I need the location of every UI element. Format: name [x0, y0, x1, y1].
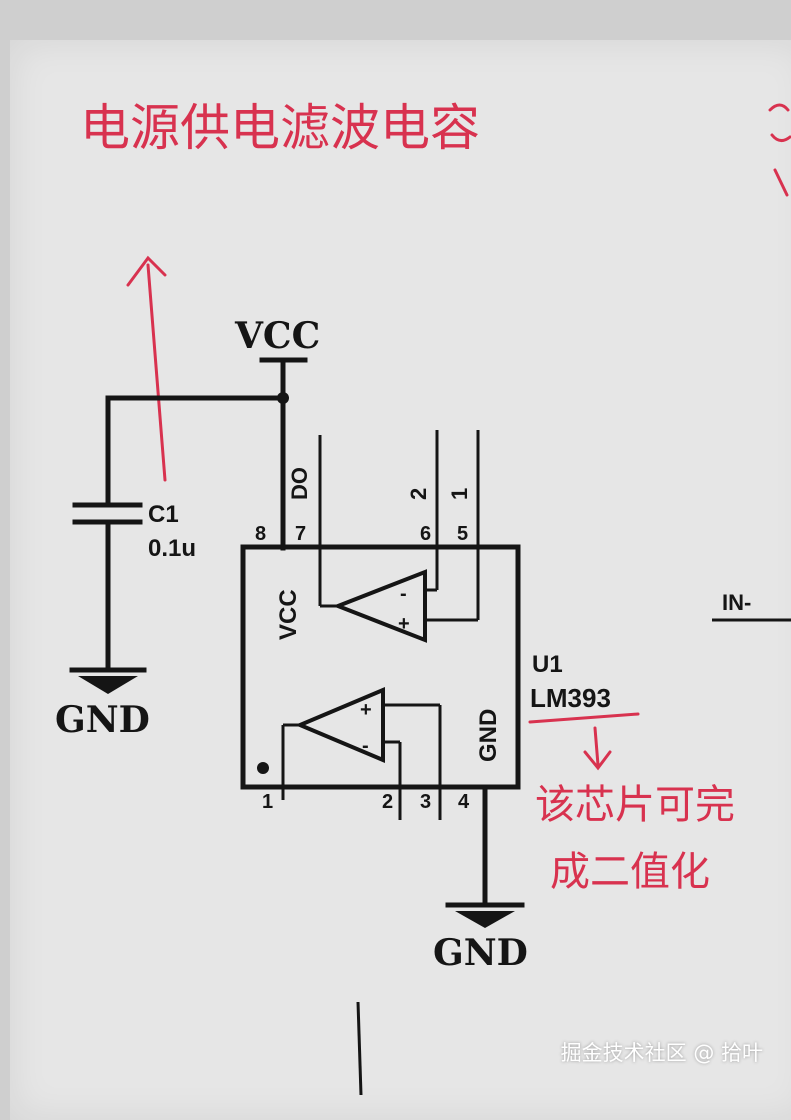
- chip-vcc-pin: VCC: [275, 589, 302, 640]
- chip-underline: [528, 712, 640, 724]
- pin1-dot: [257, 762, 269, 774]
- schematic-diagram: 电源供电滤波电容 VCC C1 0.1u GND 8 7 6 5 DO 2 1 …: [55, 99, 791, 1095]
- lower-plus: +: [360, 699, 372, 721]
- chip-body: [240, 544, 521, 790]
- note-arrow-icon: [583, 726, 612, 771]
- right-edge-label: IN-: [722, 590, 751, 615]
- pin-8-label: 8: [255, 523, 266, 545]
- watermark: 掘金技术社区 @ 拾叶: [560, 1041, 763, 1065]
- arrow-shaft: [146, 263, 167, 482]
- pin-3-label: 3: [420, 791, 431, 813]
- chip-part: LM393: [530, 683, 611, 713]
- stray-pen-line: [356, 1001, 363, 1095]
- net-1-label: 1: [447, 488, 472, 500]
- net-do-label: DO: [287, 467, 312, 500]
- arrow-head-icon: [126, 255, 167, 287]
- gnd-bottom-icon: [445, 902, 525, 928]
- comparator-upper-icon: [320, 569, 478, 643]
- lower-minus: -: [362, 735, 369, 757]
- chip-gnd-pin: GND: [475, 709, 502, 762]
- upper-plus: +: [398, 613, 410, 635]
- pin-1-label: 1: [262, 791, 273, 813]
- vcc-label: VCC: [234, 315, 320, 357]
- pin-5-label: 5: [457, 523, 468, 545]
- net-2-label: 2: [406, 488, 431, 500]
- top-note: 电源供电滤波电容: [80, 99, 480, 157]
- pin-7-label: 7: [295, 523, 306, 545]
- right-edge-scribble: [768, 103, 791, 197]
- comparator-lower-icon: [281, 686, 442, 820]
- pin-4-label: 4: [458, 791, 470, 813]
- gnd-left-label: GND: [55, 699, 150, 741]
- pin-2-label: 2: [382, 791, 393, 813]
- upper-minus: -: [400, 583, 407, 605]
- chip-note-line1: 该芯片可完: [535, 782, 735, 828]
- cap-ref: C1: [148, 501, 179, 528]
- chip-ref: U1: [532, 651, 563, 678]
- chip-note-line2: 成二值化: [550, 849, 710, 895]
- gnd-bottom-label: GND: [433, 932, 528, 974]
- cap-value: 0.1u: [148, 535, 196, 562]
- pin-6-label: 6: [420, 523, 431, 545]
- gnd-left-icon: [69, 667, 147, 694]
